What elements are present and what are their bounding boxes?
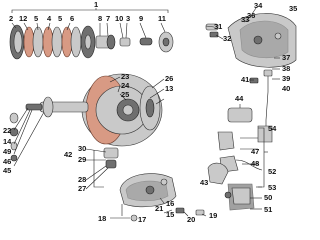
left-small-parts (9, 107, 45, 167)
callout-10: 10 (115, 14, 123, 23)
callout-29: 29 (78, 155, 86, 164)
callout-32: 32 (223, 34, 231, 43)
callout-6: 6 (70, 14, 74, 23)
callout-44: 44 (235, 94, 244, 103)
callout-38: 38 (282, 64, 290, 73)
callout-49: 49 (3, 147, 11, 156)
clutch-bell-assembly (25, 73, 163, 169)
callout-52: 52 (268, 167, 276, 176)
callout-53: 53 (268, 183, 276, 192)
callout-8: 8 (98, 14, 102, 23)
callout-21: 21 (155, 204, 163, 213)
callout-16: 16 (166, 199, 174, 208)
callout-48: 48 (251, 159, 259, 168)
callout-1: 1 (94, 0, 98, 9)
callout-11: 11 (158, 14, 166, 23)
callout-labels: 1 2 12 5 4 5 6 8 7 10 3 9 11 22 14 49 46… (3, 0, 297, 224)
callout-2: 2 (9, 14, 13, 23)
callout-19: 19 (209, 211, 217, 220)
crankcase-half (110, 173, 207, 222)
callout-25: 25 (121, 90, 129, 99)
callout-17: 17 (138, 215, 146, 224)
callout-39: 39 (282, 74, 290, 83)
callout-36: 36 (247, 11, 255, 20)
callout-15: 15 (166, 210, 174, 219)
callout-50: 50 (264, 193, 272, 202)
callout-41: 41 (241, 75, 249, 84)
callout-35: 35 (289, 4, 297, 13)
callout-46: 46 (3, 157, 11, 166)
lower-right-components (207, 104, 268, 211)
callout-13: 13 (165, 84, 173, 93)
callout-30: 30 (78, 144, 86, 153)
callout-3: 3 (126, 14, 130, 23)
callout-43: 43 (200, 178, 208, 187)
callout-34: 34 (254, 1, 263, 10)
callout-45: 45 (3, 166, 11, 175)
top-bracket (11, 8, 169, 13)
callout-33: 33 (241, 15, 249, 24)
callout-4: 4 (47, 14, 52, 23)
callout-31: 31 (214, 22, 222, 31)
callout-23: 23 (121, 72, 129, 81)
exploded-parts-diagram: 1 2 12 5 4 5 6 8 7 10 3 9 11 22 14 49 46… (3, 0, 297, 224)
callout-9: 9 (139, 14, 143, 23)
transmission-cover (205, 13, 297, 143)
right-leaders (205, 7, 280, 81)
callout-42: 42 (64, 150, 72, 159)
callout-20: 20 (187, 215, 195, 224)
callout-7: 7 (106, 14, 110, 23)
top-leaders (11, 22, 166, 39)
callout-12: 12 (19, 14, 27, 23)
callout-27: 27 (78, 184, 86, 193)
callout-40: 40 (282, 84, 290, 93)
callout-28: 28 (78, 175, 86, 184)
callout-47: 47 (251, 147, 259, 156)
callout-24: 24 (121, 81, 130, 90)
callout-5: 5 (34, 14, 38, 23)
callout-26: 26 (165, 74, 173, 83)
callout-14: 14 (3, 137, 12, 146)
callout-18: 18 (98, 214, 106, 223)
callout-5b: 5 (58, 14, 62, 23)
callout-22: 22 (3, 126, 11, 135)
callout-51: 51 (264, 205, 272, 214)
center-leaders (85, 76, 165, 190)
clutch-plate-stack (9, 24, 174, 60)
callout-37: 37 (282, 53, 290, 62)
callout-54: 54 (268, 124, 277, 133)
